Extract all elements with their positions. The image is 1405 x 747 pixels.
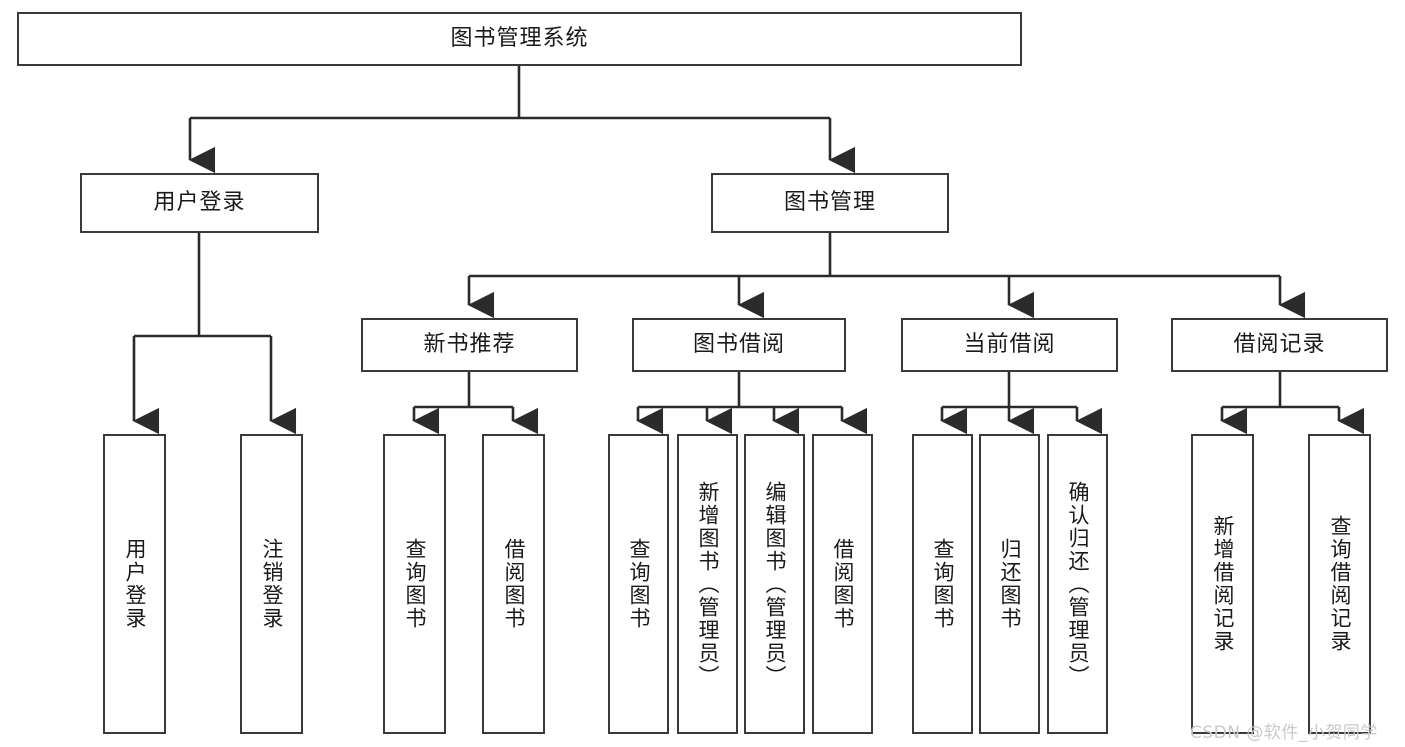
- node-current-borrow[interactable]: 当前借阅: [901, 318, 1118, 372]
- leaf-label: 新增图书（管理员）: [695, 480, 720, 688]
- leaf-label: 用户登录: [122, 538, 147, 630]
- node-book-management[interactable]: 图书管理: [711, 173, 949, 233]
- leaf-book-borrow-3[interactable]: 借阅图书: [812, 434, 873, 734]
- leaf-label: 注销登录: [259, 538, 284, 630]
- leaf-label: 查询图书: [402, 538, 427, 630]
- node-borrow-record-label: 借阅记录: [1233, 332, 1326, 358]
- leaf-label: 借阅图书: [501, 538, 526, 630]
- node-new-book-recommend-label: 新书推荐: [423, 332, 516, 358]
- node-current-borrow-label: 当前借阅: [963, 332, 1056, 358]
- node-book-borrow[interactable]: 图书借阅: [632, 318, 846, 372]
- leaf-new-book-recommend-0[interactable]: 查询图书: [383, 434, 446, 734]
- leaf-current-borrow-2[interactable]: 确认归还（管理员）: [1047, 434, 1108, 734]
- node-root[interactable]: 图书管理系统: [17, 12, 1022, 66]
- leaf-user-login-1[interactable]: 注销登录: [240, 434, 303, 734]
- leaf-book-borrow-1[interactable]: 新增图书（管理员）: [677, 434, 738, 734]
- leaf-label: 查询图书: [626, 538, 651, 630]
- leaf-label: 查询借阅记录: [1327, 515, 1352, 653]
- leaf-book-borrow-0[interactable]: 查询图书: [608, 434, 669, 734]
- leaf-borrow-record-0[interactable]: 新增借阅记录: [1191, 434, 1254, 734]
- node-borrow-record[interactable]: 借阅记录: [1171, 318, 1388, 372]
- leaf-label: 确认归还（管理员）: [1065, 480, 1090, 688]
- leaf-label: 查询图书: [930, 538, 955, 630]
- leaf-current-borrow-0[interactable]: 查询图书: [912, 434, 973, 734]
- node-root-label: 图书管理系统: [450, 26, 589, 52]
- watermark: CSDN @软件_小贺同学: [1190, 723, 1378, 743]
- leaf-borrow-record-1[interactable]: 查询借阅记录: [1308, 434, 1371, 734]
- leaf-label: 编辑图书（管理员）: [762, 480, 787, 688]
- leaf-current-borrow-1[interactable]: 归还图书: [979, 434, 1040, 734]
- node-user-login[interactable]: 用户登录: [80, 173, 319, 233]
- node-new-book-recommend[interactable]: 新书推荐: [361, 318, 578, 372]
- leaf-new-book-recommend-1[interactable]: 借阅图书: [482, 434, 545, 734]
- leaf-book-borrow-2[interactable]: 编辑图书（管理员）: [744, 434, 805, 734]
- leaf-label: 借阅图书: [830, 538, 855, 630]
- leaf-user-login-0[interactable]: 用户登录: [103, 434, 166, 734]
- leaf-label: 归还图书: [997, 538, 1022, 630]
- node-book-management-label: 图书管理: [783, 190, 876, 216]
- node-user-login-label: 用户登录: [153, 190, 246, 216]
- node-book-borrow-label: 图书借阅: [692, 332, 785, 358]
- leaf-label: 新增借阅记录: [1210, 515, 1235, 653]
